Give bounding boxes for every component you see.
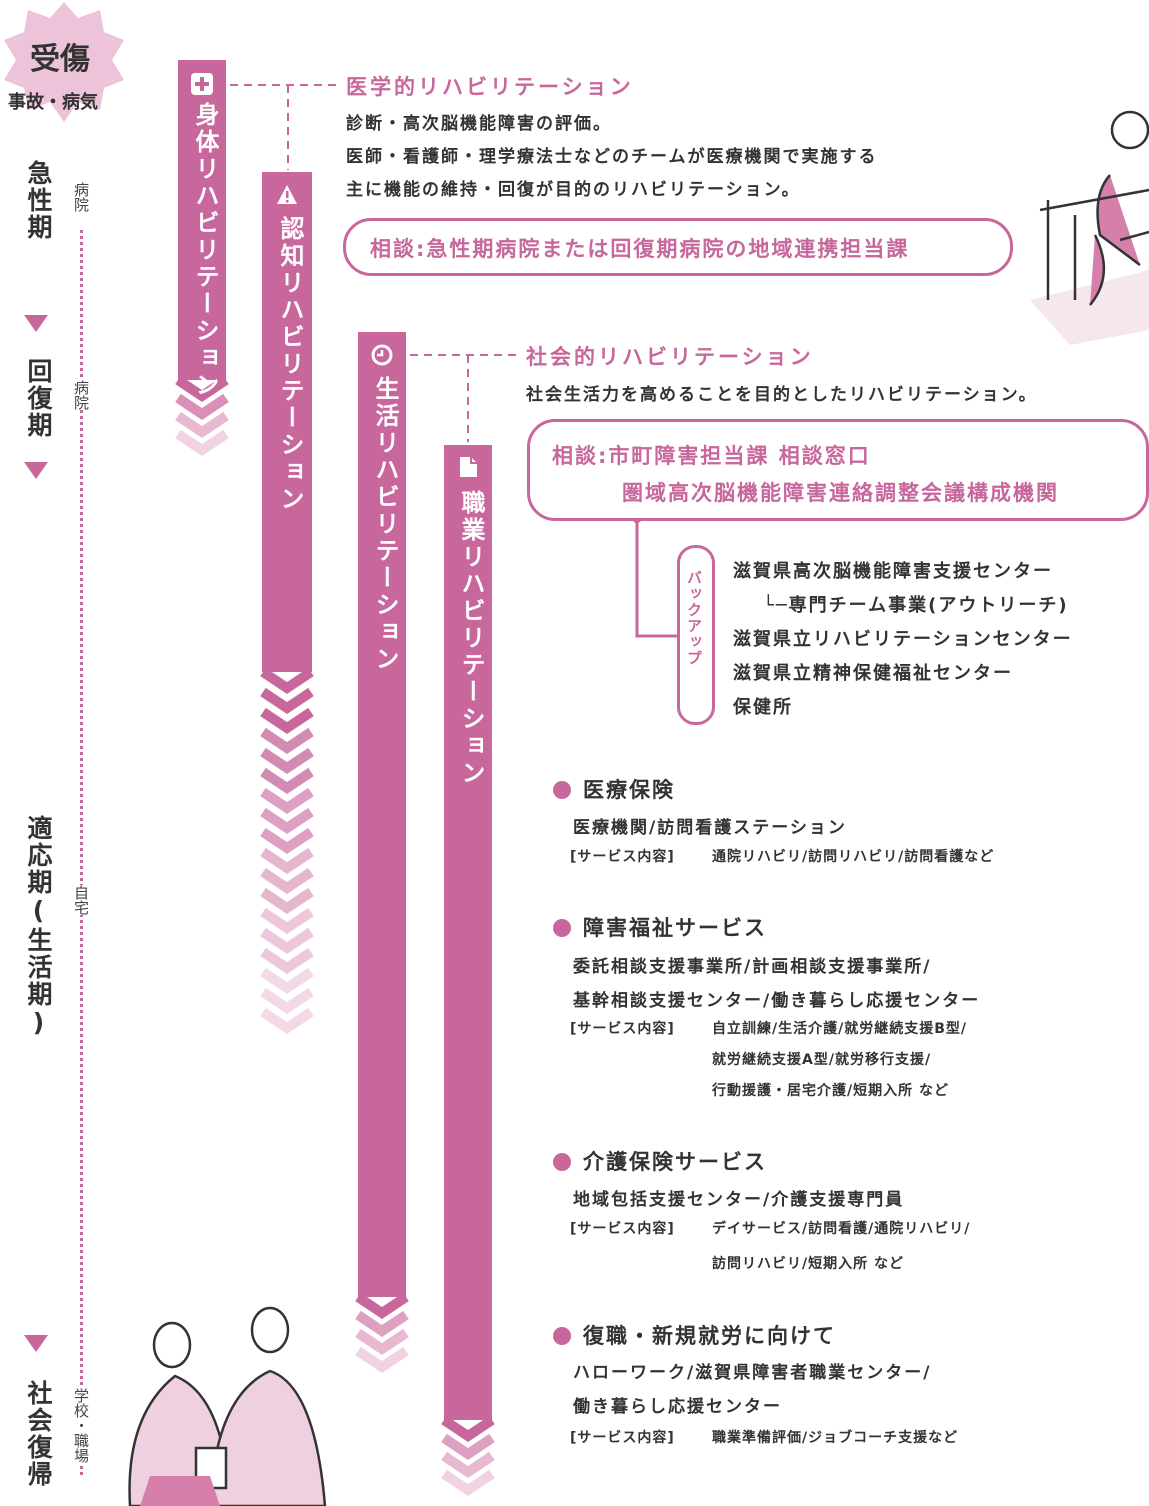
section-title-care-insurance: 介護保険サービス: [553, 1146, 767, 1176]
medical-heading: 医学的リハビリテーション: [346, 75, 634, 99]
backup-item: 滋賀県高次脳機能障害支援センター: [733, 561, 1053, 582]
section-line: 基幹相談支援センター/働き暮らし応援センター: [573, 991, 981, 1011]
section-line: ハローワーク/滋賀県障害者職業センター/: [573, 1363, 932, 1383]
plus-icon: [191, 73, 213, 95]
service-line: 通院リハビリ/訪問リハビリ/訪問看護など: [712, 849, 995, 865]
section-line: 働き暮らし応援センター: [573, 1397, 782, 1417]
place-acute: 病院: [72, 182, 90, 212]
service-line: 職業準備評価/ジョブコーチ支援など: [712, 1430, 959, 1446]
social-consult-box: 相談:市町障害担当課 相談窓口 圏域高次脳機能障害連絡調整会議構成機関: [527, 419, 1149, 521]
service-line: 訪問リハビリ/短期入所 など: [712, 1256, 904, 1272]
section-line: 医療機関/訪問看護ステーション: [573, 818, 847, 838]
badge-title: 受傷: [30, 42, 90, 77]
medical-consult-text: 相談:急性期病院または回復期病院の地域連携担当課: [370, 237, 910, 261]
service-label: [サービス内容]: [570, 849, 675, 865]
warning-icon: [277, 185, 297, 204]
stage-recovery: 回復期: [24, 358, 53, 439]
medical-consult-box: 相談:急性期病院または回復期病院の地域連携担当課: [343, 218, 1013, 276]
stage-social-return: 社会復帰: [24, 1380, 53, 1488]
injury-badge: [4, 2, 124, 122]
medical-line-2: 医師・看護師・理学療法士などのチームが医療機関で実施する: [346, 147, 878, 167]
bar-label-cognitive: 認知リハビリテーション: [276, 216, 304, 513]
social-heading: 社会的リハビリテーション: [526, 345, 814, 369]
service-line: 行動援護・居宅介護/短期入所 など: [712, 1083, 949, 1099]
backup-item: 滋賀県立リハビリテーションセンター: [733, 629, 1073, 650]
backup-pill: [677, 545, 715, 725]
backup-item: └─専門チーム事業(アウトリーチ): [763, 595, 1069, 616]
arrow-down-icon: [24, 1335, 48, 1352]
backup-label: バックアップ: [685, 570, 703, 666]
bullet-icon: [553, 1153, 571, 1171]
bar-label-vocational: 職業リハビリテーション: [457, 490, 485, 787]
service-line: 自立訓練/生活介護/就労継続支援B型/: [712, 1021, 968, 1037]
clock-icon: [371, 344, 393, 366]
section-title-medical-insurance: 医療保険: [553, 774, 675, 804]
medical-line-3: 主に機能の維持・回復が目的のリハビリテーション。: [346, 180, 801, 200]
social-line: 社会生活力を高めることを目的としたリハビリテーション。: [526, 385, 1038, 405]
service-line: デイサービス/訪問看護/通院リハビリ/: [712, 1221, 971, 1237]
bar-label-daily: 生活リハビリテーション: [371, 376, 399, 673]
arrow-down-icon: [24, 315, 48, 332]
service-label: [サービス内容]: [570, 1021, 675, 1037]
place-adaptation: 自宅: [72, 885, 90, 915]
stage-acute: 急性期: [24, 160, 53, 241]
social-consult-line-1: 相談:市町障害担当課 相談窓口: [552, 444, 871, 468]
service-line: 就労継続支援A型/就労移行支援/: [712, 1052, 932, 1068]
bullet-icon: [553, 919, 571, 937]
place-social-return: 学校・職場: [72, 1388, 90, 1463]
badge-subtitle: 事故・病気: [8, 92, 98, 113]
bullet-icon: [553, 1327, 571, 1345]
service-label: [サービス内容]: [570, 1430, 675, 1446]
timeline-dotted-line: [80, 230, 83, 1475]
arrow-down-icon: [24, 462, 48, 479]
backup-item: 保健所: [733, 697, 793, 718]
bullet-icon: [553, 781, 571, 799]
medical-line-1: 診断・高次脳機能障害の評価。: [346, 114, 612, 134]
section-title-disability-welfare: 障害福祉サービス: [553, 912, 767, 942]
section-line: 地域包括支援センター/介護支援専門員: [573, 1190, 905, 1210]
section-line: 委託相談支援事業所/計画相談支援事業所/: [573, 957, 932, 977]
two-people-illustration: [128, 1306, 327, 1506]
backup-item: 滋賀県立精神保健福祉センター: [733, 663, 1013, 684]
document-icon: [460, 457, 477, 477]
place-recovery: 病院: [72, 380, 90, 410]
stage-adaptation: 適応期(生活期): [24, 815, 53, 1039]
rehab-patient-illustration: [1030, 110, 1149, 345]
bar-label-physical: 身体リハビリテーション: [191, 102, 219, 399]
section-title-reemployment: 復職・新規就労に向けて: [553, 1320, 836, 1350]
service-label: [サービス内容]: [570, 1221, 675, 1237]
social-consult-line-2: 圏域高次脳機能障害連絡調整会議構成機関: [622, 481, 1059, 505]
